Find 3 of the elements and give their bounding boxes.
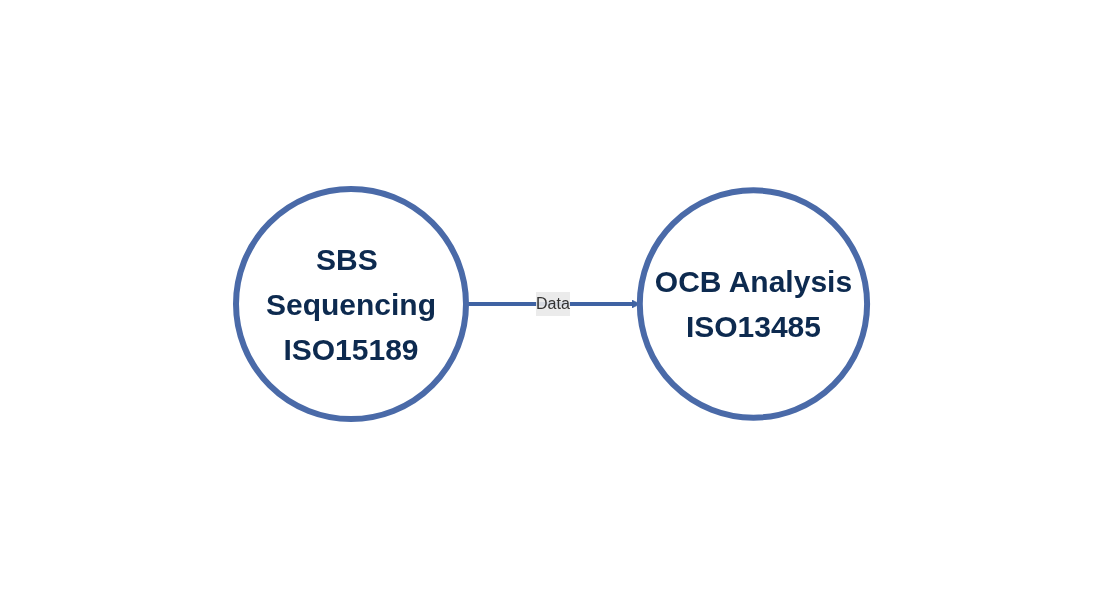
node-circle: OCB Analysis ISO13485 (637, 187, 871, 421)
node-circle: SBS Sequencing ISO15189 (233, 186, 470, 422)
edge-label: Data (536, 295, 571, 312)
